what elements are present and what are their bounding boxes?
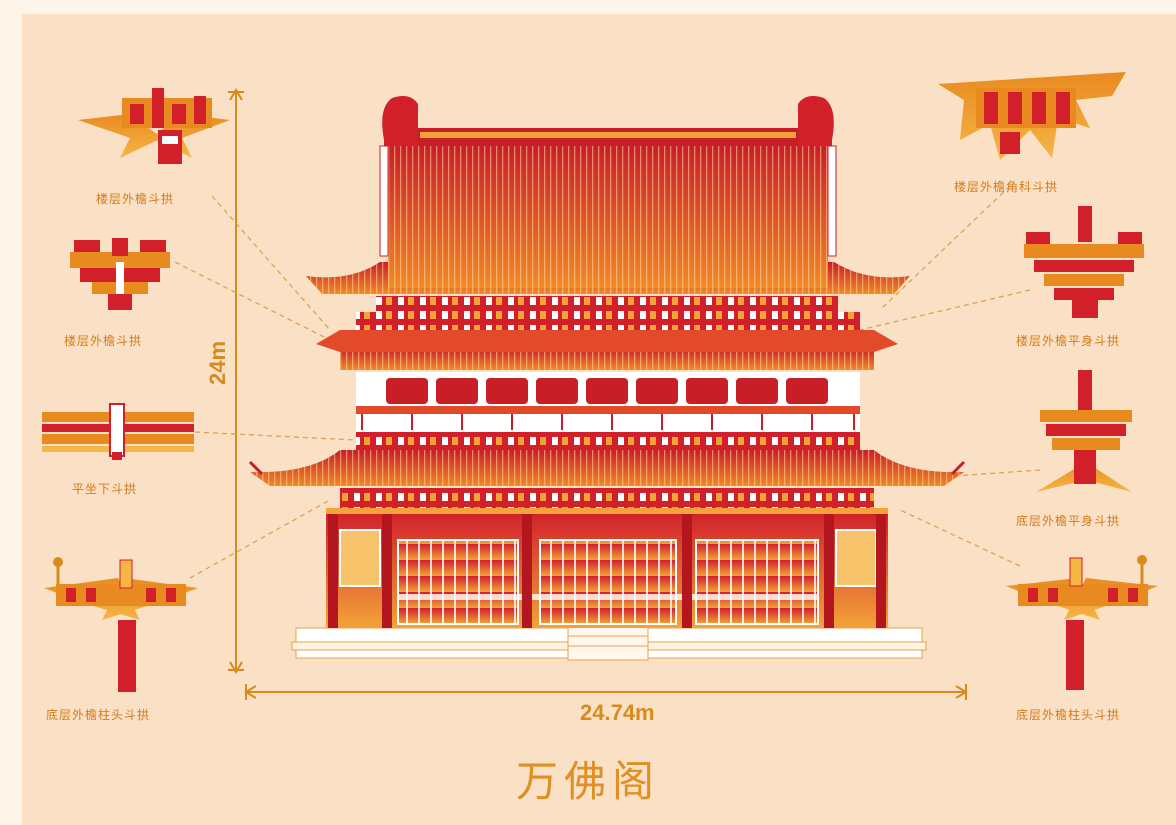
bracket-icon-left-1 [78,88,230,164]
width-label: 24.74m [580,700,655,725]
bracket-icon-right-4 [1006,555,1158,690]
upper-roof [306,96,910,294]
height-label: 24m [205,340,231,386]
bracket-icon-right-1 [938,72,1126,160]
leader-lines [174,185,1041,579]
bracket-icon-left-3 [42,403,194,460]
label-right-3: 底层外檐平身斗拱 [1016,514,1121,528]
ground-floor [326,508,888,628]
label-right-4: 底层外檐柱头斗拱 [1016,708,1121,722]
bracket-icon-left-2 [70,238,170,310]
label-right-1: 楼层外檐角科斗拱 [954,180,1059,194]
bracket-icon-left-4 [44,557,198,692]
label-left-4: 底层外檐柱头斗拱 [46,708,151,722]
label-left-3: 平坐下斗拱 [72,482,138,496]
bracket-icon-right-3 [1036,370,1132,492]
page-title: 万佛阁 [516,757,661,806]
middle-roof [316,296,898,370]
label-right-2: 楼层外檐平身斗拱 [1016,334,1121,348]
pavilion-base [291,625,927,661]
label-left-2: 楼层外檐斗拱 [64,334,143,348]
lower-roof [248,432,966,508]
second-floor [356,372,860,432]
pavilion [248,96,966,661]
width-dimension-line [244,684,968,700]
bracket-icon-right-2 [1024,206,1144,318]
height-dimension-line [228,88,244,674]
label-left-1: 楼层外檐斗拱 [96,192,175,206]
